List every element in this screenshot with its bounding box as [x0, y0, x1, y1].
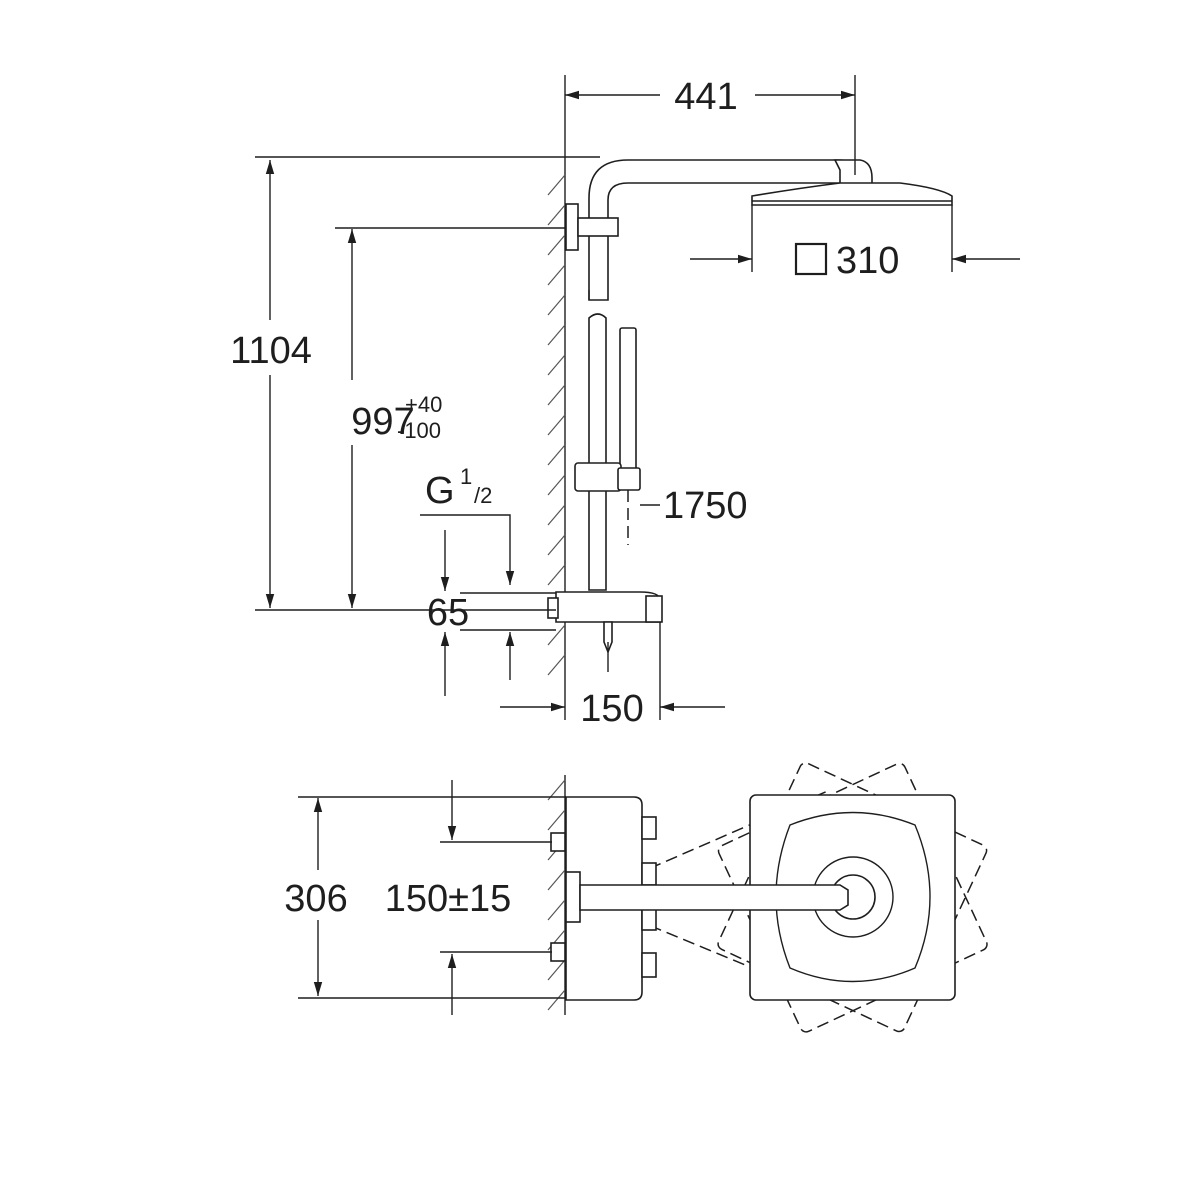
- thread-label-g: G: [425, 470, 455, 512]
- hand-shower-holder: [574, 462, 622, 492]
- handle-mid-bottom: [641, 907, 657, 931]
- bracket-clamp-top: [577, 217, 619, 237]
- dimension-997: 997: [351, 401, 414, 443]
- dimension-150-15: 150±15: [385, 878, 512, 920]
- plan-wall-hatch: [547, 779, 566, 1011]
- holder-knob: [617, 467, 641, 491]
- wall-bracket-top: [565, 203, 579, 251]
- thermostat-body: [555, 591, 661, 623]
- outlet-spout: [603, 621, 613, 655]
- handle-bottom: [641, 952, 657, 978]
- handle-top: [641, 816, 657, 840]
- connector-bottom: [550, 942, 566, 962]
- tolerance-plus: +40: [405, 392, 442, 417]
- thermostat-mount: [547, 597, 559, 619]
- dimension-65: 65: [427, 592, 469, 634]
- connector-top: [550, 832, 566, 852]
- riser-pipe: [588, 159, 871, 301]
- dimension-306: 306: [284, 878, 347, 920]
- dimension-1750: 1750: [663, 485, 748, 527]
- arm-elbow: [833, 159, 873, 186]
- dimension-310: 310: [836, 240, 899, 282]
- thread-label-numerator: 1: [460, 464, 472, 489]
- elevation-view: 441 310 1104 997 +40 -100 G 1 /2 65: [230, 75, 1020, 730]
- spray-face: [775, 811, 931, 983]
- handle-mid-top: [641, 862, 657, 886]
- slide-rail: [588, 313, 607, 591]
- dimension-1104: 1104: [230, 330, 312, 372]
- tolerance-minus: -100: [397, 418, 441, 443]
- plan-view: 306 150±15: [284, 762, 988, 1033]
- square-symbol-icon: [794, 242, 828, 276]
- shower-arm-plan: [579, 884, 849, 911]
- dimension-441: 441: [674, 76, 737, 118]
- overhead-shower-head: [751, 182, 953, 206]
- hand-shower: [619, 327, 637, 479]
- thread-label-denominator: /2: [474, 483, 492, 508]
- wall-flange-plan: [565, 871, 581, 923]
- dimension-150: 150: [580, 688, 643, 730]
- thermostat-handle: [645, 595, 663, 623]
- wall-hatch: [547, 174, 566, 676]
